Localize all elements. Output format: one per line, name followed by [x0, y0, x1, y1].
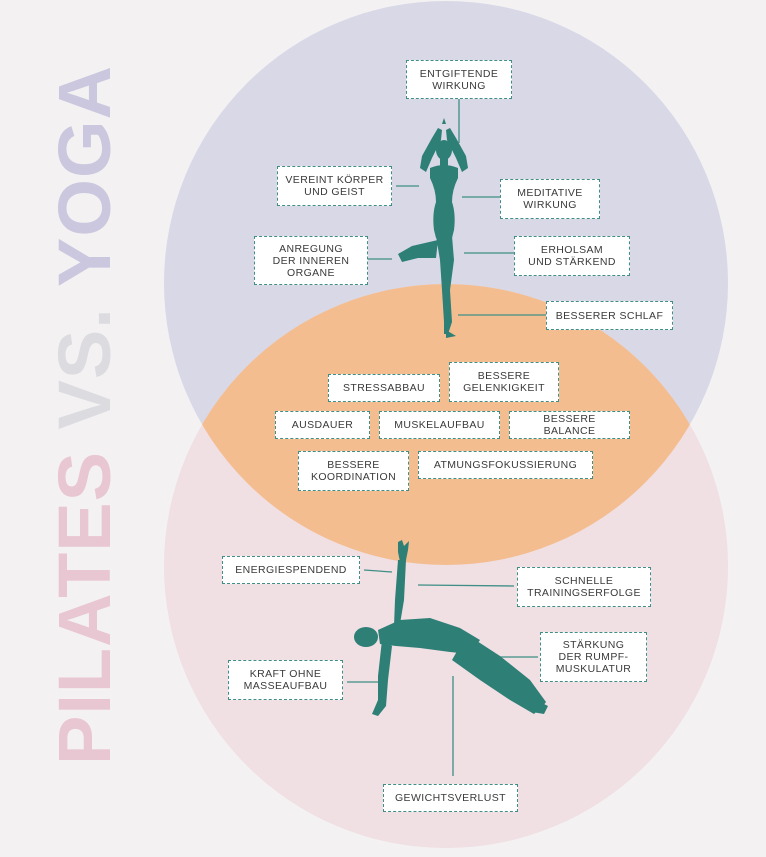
label-endurance: AUSDAUER: [275, 411, 370, 439]
label-strength: KRAFT OHNE MASSEAUFBAU: [228, 660, 343, 700]
label-energy: ENERGIESPENDEND: [222, 556, 360, 584]
label-meditative: MEDITATIVE WIRKUNG: [500, 179, 600, 219]
label-sleep: BESSERER SCHLAF: [546, 301, 673, 330]
label-restful: ERHOLSAM UND STÄRKEND: [514, 236, 630, 276]
label-weightloss: GEWICHTSVERLUST: [383, 784, 518, 812]
yoga-connectors: [368, 99, 546, 316]
label-muscle: MUSKELAUFBAU: [379, 411, 500, 439]
label-core: STÄRKUNG DER RUMPF- MUSKULATUR: [540, 632, 647, 682]
label-organs: ANREGUNG DER INNEREN ORGANE: [254, 236, 368, 285]
page-title: PILATES VS. YOGA: [43, 65, 126, 765]
tree-pose-figure: [398, 118, 468, 338]
title-yoga: YOGA: [43, 65, 126, 287]
label-coordination: BESSERE KOORDINATION: [298, 451, 409, 491]
label-balance: BESSERE BALANCE: [509, 411, 630, 439]
label-detox: ENTGIFTENDE WIRKUNG: [406, 60, 512, 99]
label-stress: STRESSABBAU: [328, 374, 440, 402]
label-results: SCHNELLE TRAININGSERFOLGE: [517, 567, 651, 607]
label-breathing: ATMUNGSFOKUSSIERUNG: [418, 451, 593, 479]
title-pilates: PILATES: [43, 451, 126, 765]
pilates-connectors: [347, 569, 538, 776]
side-plank-figure: [354, 540, 548, 716]
label-joints: BESSERE GELENKIGKEIT: [449, 362, 559, 402]
label-unites-body-mind: VEREINT KÖRPER UND GEIST: [277, 166, 392, 206]
title-vs: VS.: [43, 307, 126, 430]
